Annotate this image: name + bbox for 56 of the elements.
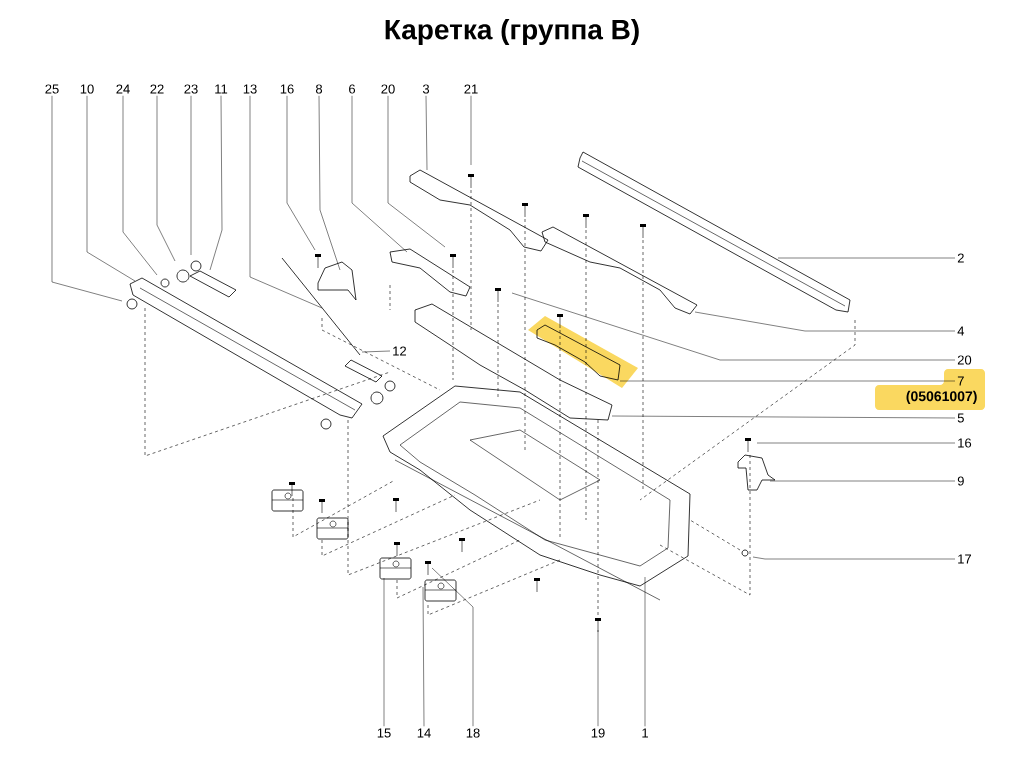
callout-number: 24 [116, 84, 130, 94]
leader-line [431, 567, 474, 727]
leader-line [597, 629, 599, 727]
callout-number: 21 [464, 84, 478, 94]
callout-number: 12 [393, 346, 406, 356]
leader-line [470, 95, 472, 166]
leader-line [122, 95, 158, 276]
callout-number: 13 [243, 84, 257, 94]
callout-number: 9 [957, 476, 964, 486]
callout-number: 17 [958, 554, 971, 564]
callout-number: 11 [215, 84, 228, 94]
callout-number: 10 [80, 84, 94, 94]
callout-number: 5 [957, 413, 964, 423]
callout-number: 6 [349, 84, 356, 94]
callout-number: 16 [958, 438, 972, 448]
callout-number: 15 [377, 728, 391, 738]
leader-line [769, 480, 956, 482]
leader-line [51, 95, 123, 302]
leader-line [619, 380, 956, 382]
leader-line [387, 95, 446, 248]
leader-line [644, 576, 646, 727]
part-number: (05061007) [906, 390, 977, 404]
leader-line [694, 311, 956, 332]
callout-number: 2 [957, 253, 964, 263]
leader-line [156, 95, 176, 262]
leader-line [361, 350, 391, 353]
leader-line [383, 577, 385, 727]
callout-number: 19 [591, 728, 605, 738]
callout-number: 23 [184, 84, 198, 94]
callout-number: 20 [381, 84, 395, 94]
leader-line [777, 257, 956, 259]
callout-number: 8 [315, 84, 323, 94]
callout-number: 18 [466, 728, 480, 738]
leader-line [756, 442, 956, 444]
leader-line [249, 95, 323, 309]
callout-number: 14 [417, 728, 431, 738]
callout-number: 3 [422, 84, 430, 94]
callout-number: 22 [150, 84, 164, 94]
leader-line [190, 95, 192, 256]
leader-line [318, 95, 341, 271]
callout-number: 16 [280, 84, 294, 94]
callout-number: 4 [957, 326, 965, 336]
leader-line [209, 95, 223, 271]
leader-line [422, 586, 425, 727]
leader-line [351, 95, 408, 253]
leader-line [752, 556, 956, 560]
leader-line [611, 415, 956, 419]
callout-number: 25 [45, 84, 59, 94]
leader-line [425, 95, 428, 171]
title: Каретка (группа B) [385, 18, 639, 46]
callout-number: 7 [957, 376, 964, 386]
callout-number: 20 [957, 355, 972, 365]
leader-line [511, 292, 956, 361]
callout-number: 1 [642, 728, 648, 738]
leader-line [286, 95, 316, 251]
leader-line [86, 95, 136, 282]
